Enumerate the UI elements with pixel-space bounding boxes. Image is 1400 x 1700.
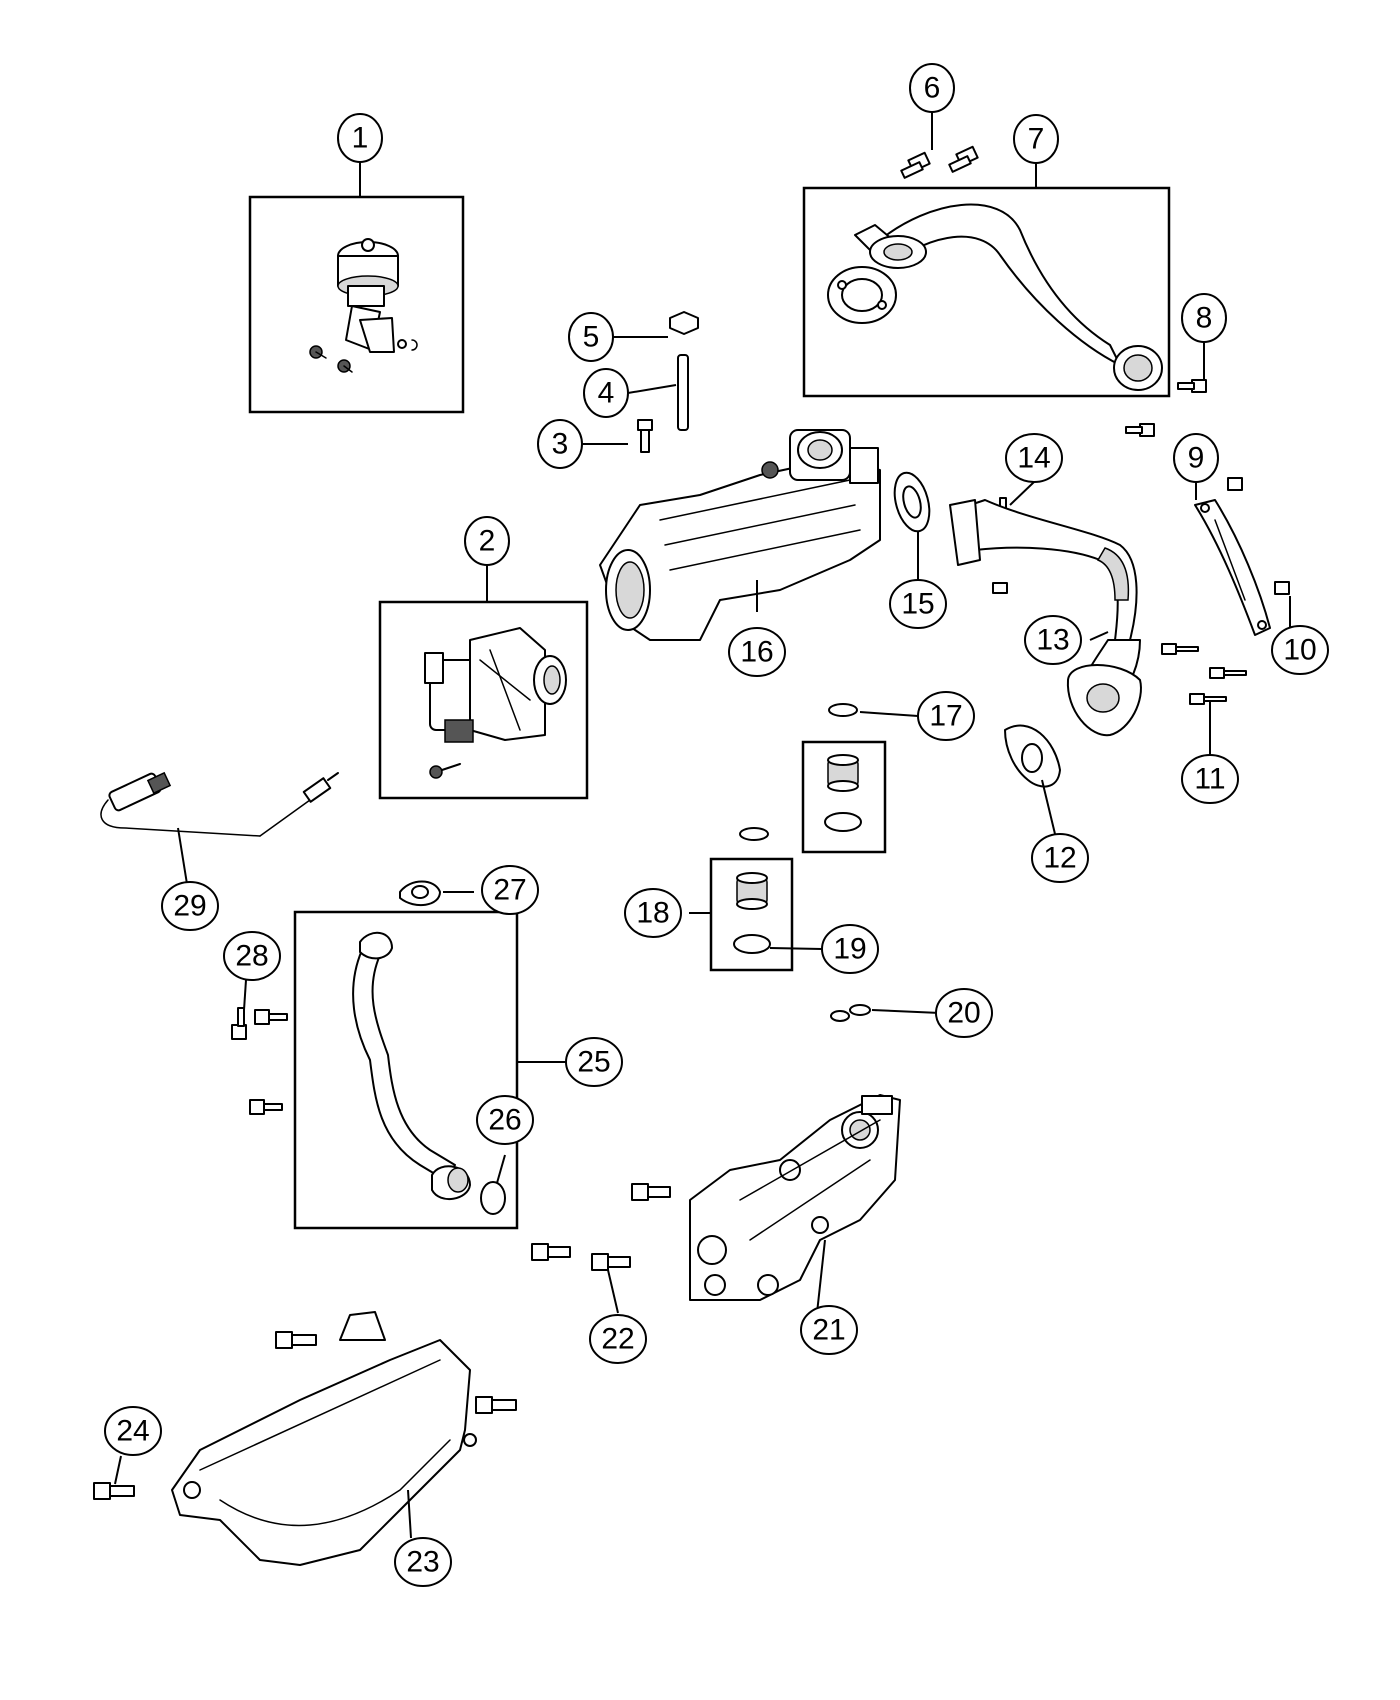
frame-part-18 — [709, 857, 794, 972]
callout-24: 24 — [104, 1406, 162, 1456]
callout-number: 8 — [1196, 302, 1213, 335]
callout-number: 6 — [924, 72, 941, 105]
callout-22: 22 — [589, 1314, 647, 1364]
callout-9: 9 — [1173, 433, 1219, 483]
heat-shield-drawing — [171, 1311, 477, 1566]
callout-3: 3 — [537, 419, 583, 469]
bolts-part-28 — [231, 1007, 288, 1115]
callout-26: 26 — [476, 1095, 534, 1145]
pin-part-4 — [677, 354, 689, 431]
egr-tube-lower-drawing — [949, 499, 1142, 737]
frame-seal-kit-upper — [801, 740, 887, 854]
callout-number: 22 — [601, 1323, 634, 1356]
callout-number: 3 — [552, 428, 569, 461]
callout-18: 18 — [624, 888, 682, 938]
bracket-part-9 — [1194, 499, 1271, 636]
callout-number: 4 — [598, 377, 615, 410]
callout-28: 28 — [223, 931, 281, 981]
frame-part-2 — [378, 600, 589, 800]
callout-16: 16 — [728, 627, 786, 677]
callout-11: 11 — [1181, 754, 1239, 804]
callout-number: 28 — [235, 940, 268, 973]
bolts-part-6 — [900, 145, 979, 179]
part-2-screw — [429, 763, 461, 779]
bolts-part-24 — [93, 1331, 517, 1500]
callout-number: 21 — [812, 1314, 845, 1347]
frame-part-25 — [293, 910, 519, 1230]
egr-valve-drawing — [424, 627, 567, 743]
callout-29: 29 — [161, 881, 219, 931]
callout-number: 20 — [947, 997, 980, 1030]
callout-4: 4 — [583, 368, 629, 418]
callout-19: 19 — [821, 924, 879, 974]
seal-kit-upper-drawing — [824, 754, 862, 832]
callout-number: 29 — [173, 890, 206, 923]
frame-part-1 — [248, 195, 465, 414]
callout-number: 16 — [740, 636, 773, 669]
callout-number: 5 — [583, 321, 600, 354]
callout-7: 7 — [1013, 114, 1059, 164]
callout-number: 27 — [493, 874, 526, 907]
callout-25: 25 — [565, 1037, 623, 1087]
callout-5: 5 — [568, 312, 614, 362]
callout-number: 26 — [488, 1104, 521, 1137]
callout-13: 13 — [1024, 615, 1082, 665]
callout-14: 14 — [1005, 433, 1063, 483]
callout-number: 7 — [1028, 123, 1045, 156]
egr-cooler-drawing — [599, 429, 881, 641]
bolt-part-3 — [637, 419, 653, 453]
callout-1: 1 — [337, 113, 383, 163]
callout-number: 19 — [833, 933, 866, 966]
callout-8: 8 — [1181, 293, 1227, 343]
gasket-part-15 — [893, 471, 931, 533]
callout-23: 23 — [394, 1537, 452, 1587]
callout-number: 17 — [929, 700, 962, 733]
callout-number: 2 — [479, 525, 496, 558]
gasket-part-27 — [399, 880, 441, 907]
callout-27: 27 — [481, 865, 539, 915]
callout-number: 23 — [406, 1546, 439, 1579]
callout-21: 21 — [800, 1305, 858, 1355]
o-ring-part-26 — [480, 1181, 506, 1215]
callout-number: 1 — [352, 122, 369, 155]
egr-tube-upper-drawing — [827, 203, 1163, 391]
callout-number: 13 — [1036, 624, 1069, 657]
bolts-part-11 — [1161, 643, 1247, 705]
callout-20: 20 — [935, 988, 993, 1038]
callout-15: 15 — [889, 579, 947, 629]
callout-number: 9 — [1188, 442, 1205, 475]
bolts-part-10 — [1227, 477, 1290, 595]
callout-number: 24 — [116, 1415, 149, 1448]
callout-number: 15 — [901, 588, 934, 621]
seal-part-18-drawing — [733, 872, 771, 954]
sensor-part-29-drawing — [100, 771, 339, 837]
bolts-part-22 — [531, 1183, 671, 1271]
o-rings-part-20 — [830, 1004, 871, 1022]
frame-part-7 — [802, 186, 1171, 398]
bolts-part-8 — [1125, 379, 1207, 437]
callout-number: 25 — [577, 1046, 610, 1079]
egr-actuator-drawing — [337, 238, 418, 353]
callout-number: 12 — [1043, 842, 1076, 875]
callout-6: 6 — [909, 63, 955, 113]
stud-part-5 — [669, 311, 699, 335]
callout-12: 12 — [1031, 833, 1089, 883]
o-ring-upper-loose — [739, 827, 769, 841]
callout-2: 2 — [464, 516, 510, 566]
part-1-screws — [309, 345, 353, 373]
callout-number: 10 — [1283, 634, 1316, 667]
callout-17: 17 — [917, 691, 975, 741]
leader-lines — [114, 112, 1291, 1539]
o-ring-part-17 — [828, 703, 858, 717]
callout-number: 14 — [1017, 442, 1050, 475]
callout-10: 10 — [1271, 625, 1329, 675]
gasket-part-12 — [1004, 724, 1061, 788]
callout-number: 11 — [1194, 763, 1225, 796]
egr-housing-drawing — [689, 1094, 901, 1301]
egr-tube-part-25-drawing — [352, 932, 471, 1200]
callout-number: 18 — [636, 897, 669, 930]
